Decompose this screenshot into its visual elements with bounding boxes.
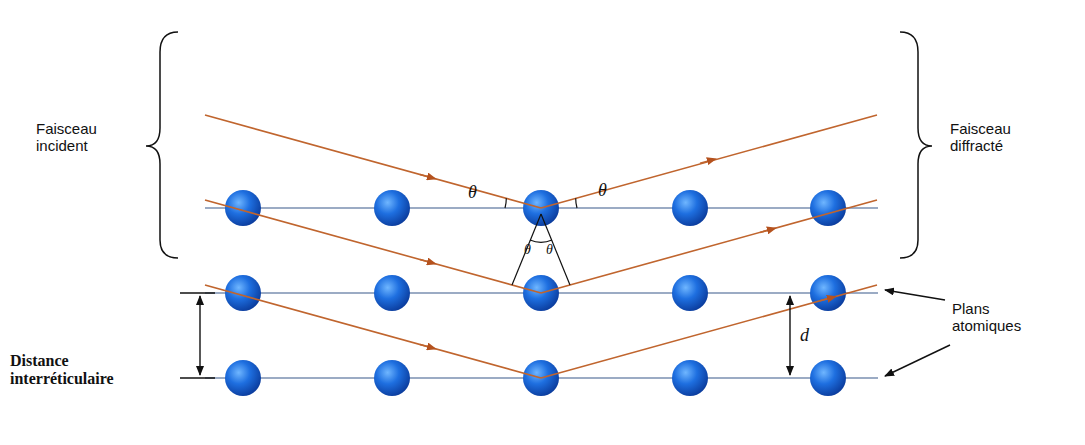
atom	[374, 190, 410, 226]
beam-label: Faisceau diffracté	[950, 120, 1050, 155]
atom	[225, 275, 261, 311]
atom	[374, 360, 410, 396]
distance-symbol: d	[800, 325, 809, 346]
angle-label: θ	[468, 182, 477, 203]
atom	[374, 275, 410, 311]
angle-arcs	[505, 198, 577, 285]
atom	[672, 360, 708, 396]
distance-label: Distance interréticulaire	[10, 352, 170, 389]
atom	[225, 190, 261, 226]
atom	[810, 275, 846, 311]
atom-grid	[225, 190, 846, 396]
atom	[672, 275, 708, 311]
beam-brackets	[146, 32, 932, 258]
beam-label: Faisceau incident	[36, 120, 126, 155]
angle-label: θ	[598, 180, 607, 201]
angle-label: θ	[524, 242, 531, 258]
atom	[225, 360, 261, 396]
atom	[810, 190, 846, 226]
atom	[810, 360, 846, 396]
incident-rays	[205, 115, 877, 378]
ray-arrowheads	[420, 160, 832, 348]
angle-label: θ	[546, 242, 553, 258]
atom	[672, 190, 708, 226]
plane-label: Plans atomiques	[952, 300, 1042, 335]
plane-leaders	[885, 290, 950, 376]
distance-arrows	[180, 293, 790, 378]
